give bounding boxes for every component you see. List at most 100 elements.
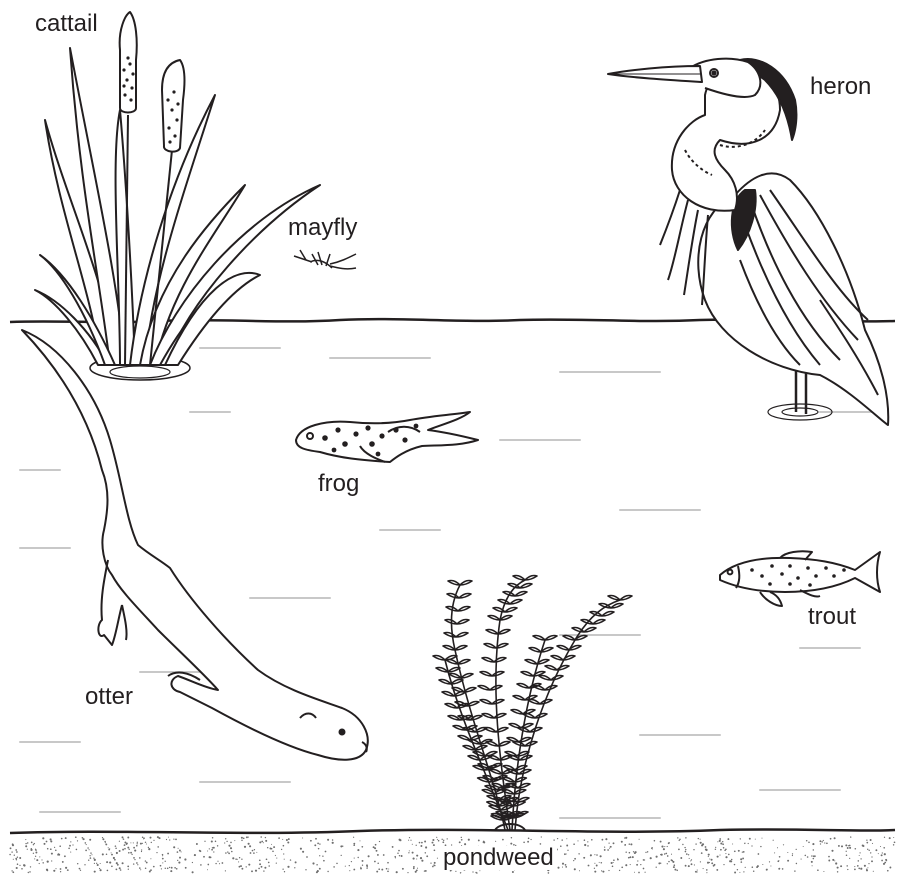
sediment-dot bbox=[584, 839, 586, 841]
sediment-dot bbox=[127, 866, 129, 868]
sediment-dot bbox=[609, 848, 610, 849]
sediment-dot bbox=[849, 858, 850, 859]
sediment-dot bbox=[150, 858, 151, 859]
sediment-dot bbox=[760, 846, 761, 847]
sediment-dot bbox=[557, 867, 559, 869]
sediment-dot bbox=[29, 871, 31, 873]
sediment-dot bbox=[700, 842, 702, 844]
pondweed-leaf bbox=[593, 620, 605, 625]
pondweed-label: pondweed bbox=[440, 846, 557, 870]
sediment-dot bbox=[850, 836, 851, 837]
sediment-dot bbox=[594, 854, 595, 855]
sediment-dot bbox=[360, 868, 362, 870]
sediment-dot bbox=[341, 855, 342, 856]
sediment-dot bbox=[557, 838, 558, 839]
sediment-dot bbox=[100, 869, 102, 871]
sediment-dot bbox=[318, 848, 320, 850]
sediment-dot bbox=[633, 851, 634, 852]
sediment-dot bbox=[566, 853, 567, 854]
pondweed-leaf bbox=[563, 636, 575, 641]
sediment-dot bbox=[565, 866, 567, 868]
sediment-dot bbox=[148, 848, 150, 850]
sediment-dot bbox=[381, 869, 383, 871]
sediment-dot bbox=[377, 862, 379, 864]
sediment-dot bbox=[402, 868, 404, 870]
sediment-dot bbox=[153, 840, 154, 841]
pondweed-leaf bbox=[484, 728, 496, 733]
sediment-dot bbox=[241, 868, 243, 870]
pondweed-leaf bbox=[608, 596, 620, 601]
sediment-dot bbox=[25, 843, 26, 844]
sediment-dot bbox=[235, 858, 237, 860]
sediment-dot bbox=[625, 864, 627, 866]
sediment-dot bbox=[94, 871, 96, 873]
sediment-dot bbox=[708, 854, 710, 856]
sediment-dot bbox=[637, 860, 638, 861]
sediment-dot bbox=[158, 837, 160, 839]
sediment-dot bbox=[398, 850, 400, 852]
sediment-dot bbox=[859, 852, 860, 853]
sediment-dot bbox=[812, 843, 814, 845]
sediment-dot bbox=[774, 852, 775, 853]
sediment-dot bbox=[179, 857, 181, 859]
sediment-dot bbox=[813, 858, 814, 859]
sediment-dot bbox=[278, 837, 280, 839]
sediment-dot bbox=[820, 843, 821, 844]
sediment-dot bbox=[266, 858, 268, 860]
sediment-dot bbox=[106, 853, 108, 855]
sediment-dot bbox=[867, 849, 868, 850]
sediment-dot bbox=[167, 853, 169, 855]
sediment-dot bbox=[715, 849, 716, 850]
sediment-dot bbox=[85, 842, 87, 844]
sediment-dot bbox=[39, 856, 40, 857]
sediment-dot bbox=[658, 862, 660, 864]
pondweed-leaf bbox=[448, 581, 460, 586]
sediment-dot bbox=[408, 852, 409, 853]
sediment-dot bbox=[792, 853, 793, 854]
pondweed-leaf bbox=[460, 581, 472, 586]
sediment-dot bbox=[91, 854, 92, 855]
pondweed-leaf bbox=[557, 646, 569, 651]
sediment-dot bbox=[461, 839, 463, 841]
sediment-dot bbox=[441, 839, 442, 840]
sediment-dot bbox=[632, 856, 634, 858]
sediment-dot bbox=[116, 862, 118, 864]
sediment-dot bbox=[111, 852, 112, 853]
sediment-dot bbox=[145, 867, 147, 869]
sediment-dot bbox=[708, 856, 709, 857]
sediment-dot bbox=[743, 851, 745, 853]
sediment-dot bbox=[162, 854, 164, 856]
sediment-dot bbox=[171, 867, 173, 869]
sediment-dot bbox=[175, 839, 177, 841]
sediment-dot bbox=[207, 850, 208, 851]
sediment-dot bbox=[213, 851, 214, 852]
sediment-dot bbox=[114, 859, 116, 861]
sediment-dot bbox=[142, 836, 144, 838]
sediment-dot bbox=[325, 851, 327, 853]
sediment-dot bbox=[769, 861, 770, 862]
sediment-dot bbox=[284, 871, 285, 872]
sediment-dot bbox=[17, 863, 19, 865]
sediment-dot bbox=[176, 868, 178, 870]
frog-tadpole bbox=[296, 412, 478, 462]
sediment-dot bbox=[541, 836, 542, 837]
sediment-dot bbox=[613, 842, 615, 844]
sediment-dot bbox=[841, 845, 843, 847]
sediment-dot bbox=[806, 840, 807, 841]
sediment-dot bbox=[88, 859, 89, 860]
pondweed-leaf bbox=[447, 594, 459, 599]
sediment-dot bbox=[727, 838, 729, 840]
sediment-dot bbox=[392, 846, 394, 848]
sediment-dot bbox=[124, 848, 126, 850]
sediment-dot bbox=[319, 843, 320, 844]
sediment-dot bbox=[715, 847, 716, 848]
sediment-dot bbox=[528, 837, 530, 839]
sediment-dot bbox=[261, 866, 263, 868]
sediment-dot bbox=[10, 847, 12, 849]
sediment-dot bbox=[553, 839, 554, 840]
sediment-dot bbox=[872, 843, 873, 844]
pondweed-leaf bbox=[545, 666, 557, 671]
sediment-dot bbox=[511, 837, 512, 838]
sediment-dot bbox=[600, 855, 602, 857]
sediment-dot bbox=[256, 852, 257, 853]
